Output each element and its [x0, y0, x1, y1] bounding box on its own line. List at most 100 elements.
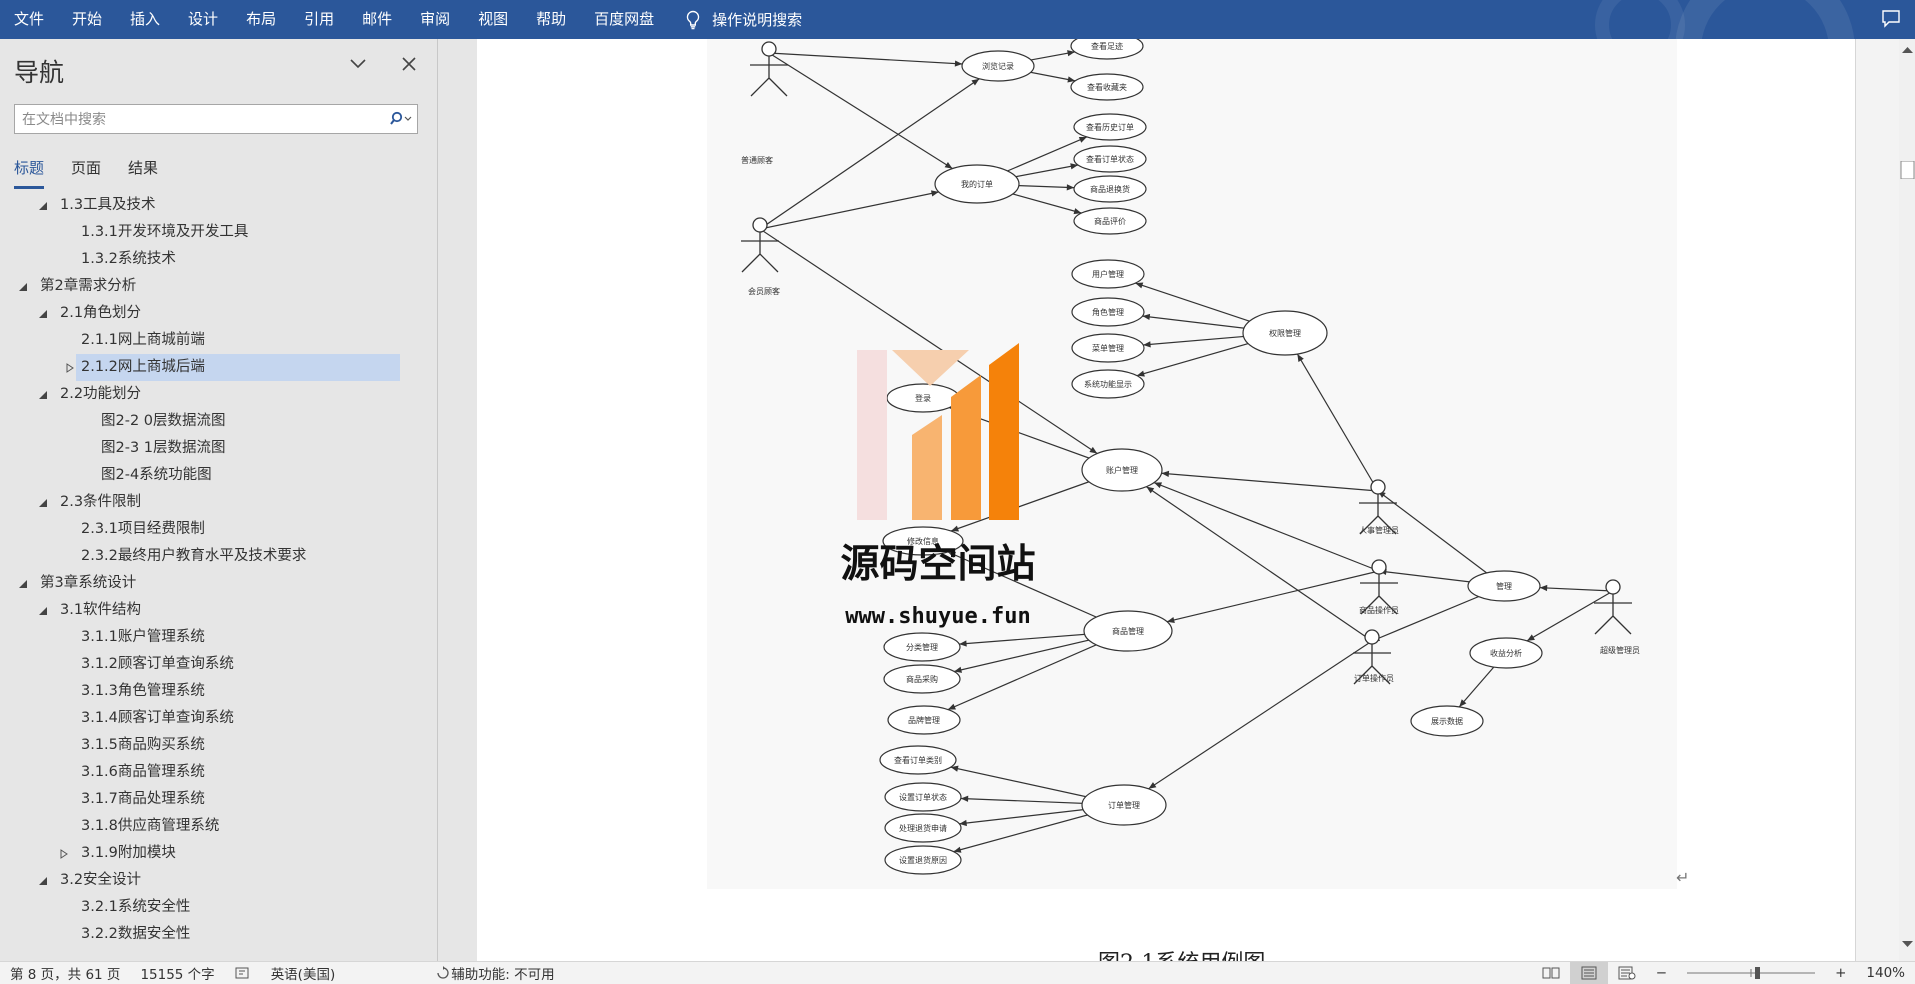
- nav-search-box[interactable]: 在文档中搜索: [14, 104, 418, 134]
- arrowhead: [1067, 76, 1076, 83]
- zoom-slider[interactable]: [1677, 966, 1825, 980]
- menu-file[interactable]: 文件: [14, 10, 45, 28]
- vertical-scrollbar[interactable]: [1855, 39, 1915, 961]
- nav-title: 导航: [14, 58, 65, 87]
- use-case-label: 登录: [915, 393, 931, 403]
- nav-heading-item[interactable]: 3.1.9附加模块: [14, 840, 400, 867]
- nav-heading-item[interactable]: 1.3工具及技术: [14, 192, 400, 219]
- zoom-slider-track[interactable]: [1687, 966, 1816, 980]
- nav-heading-item[interactable]: 2.1角色划分: [14, 300, 400, 327]
- menu-insert[interactable]: 插入: [130, 10, 161, 28]
- nav-heading-item[interactable]: 2.1.2网上商城后端: [66, 354, 400, 381]
- menu-home[interactable]: 开始: [72, 10, 103, 28]
- nav-heading-item[interactable]: 第2章需求分析: [14, 273, 400, 300]
- print-layout-button[interactable]: [1569, 962, 1608, 984]
- collapse-triangle-icon[interactable]: [38, 309, 48, 319]
- collapse-triangle-icon[interactable]: [38, 876, 48, 886]
- nav-heading-item[interactable]: 3.1.2顾客订单查询系统: [14, 651, 400, 678]
- comment-icon[interactable]: [1881, 9, 1901, 29]
- nav-heading-item[interactable]: 3.1.4顾客订单查询系统: [14, 705, 400, 732]
- collapse-triangle-icon[interactable]: [38, 201, 48, 211]
- collapse-triangle-icon[interactable]: [18, 579, 28, 589]
- nav-heading-item[interactable]: 3.2.1系统安全性: [14, 894, 400, 921]
- nav-heading-item[interactable]: 3.1.3角色管理系统: [14, 678, 400, 705]
- nav-heading-item[interactable]: 图2-3 1层数据流图: [14, 435, 400, 462]
- nav-heading-label: 第2章需求分析: [40, 278, 137, 294]
- nav-heading-item[interactable]: 2.2功能划分: [14, 381, 400, 408]
- menu-design[interactable]: 设计: [188, 10, 219, 28]
- zoom-level[interactable]: 140%: [1866, 965, 1905, 981]
- expand-triangle-icon[interactable]: [65, 363, 75, 373]
- nav-scrollbar[interactable]: [425, 39, 437, 961]
- nav-heading-item[interactable]: 第3章系统设计: [14, 570, 400, 597]
- proofing-icon: [235, 967, 249, 979]
- menu-help[interactable]: 帮助: [536, 10, 567, 28]
- use-case-label: 用户管理: [1092, 269, 1124, 279]
- collapse-triangle-icon[interactable]: [38, 498, 48, 508]
- menu-mailings[interactable]: 邮件: [362, 10, 393, 28]
- use-case-ellipse: [1073, 145, 1147, 173]
- use-case-ellipse: [884, 845, 962, 875]
- arrowhead: [1166, 616, 1175, 624]
- nav-heading-item[interactable]: 3.1软件结构: [14, 597, 400, 624]
- expand-triangle-icon[interactable]: [59, 849, 69, 859]
- collapse-triangle-icon[interactable]: [38, 606, 48, 616]
- menu-view[interactable]: 视图: [478, 10, 509, 28]
- scroll-thumb[interactable]: [1899, 161, 1915, 179]
- scroll-track[interactable]: [1899, 39, 1915, 961]
- nav-heading-item[interactable]: 3.2.2数据安全性: [14, 921, 400, 948]
- nav-heading-item[interactable]: 2.3条件限制: [14, 489, 400, 516]
- tab-pages[interactable]: 页面: [71, 159, 102, 177]
- close-icon[interactable]: [400, 55, 418, 73]
- arrowhead: [1066, 184, 1075, 191]
- nav-heading-item[interactable]: 3.2安全设计: [14, 867, 400, 894]
- nav-heading-label: 第3章系统设计: [40, 575, 137, 591]
- arrowhead: [1089, 446, 1098, 454]
- nav-heading-item[interactable]: 3.1.8供应商管理系统: [14, 813, 400, 840]
- nav-heading-label: 3.1.3角色管理系统: [81, 683, 205, 699]
- word-count[interactable]: 15155 个字: [140, 967, 215, 983]
- nav-heading-item[interactable]: 3.1.1账户管理系统: [14, 624, 400, 651]
- menu-review[interactable]: 审阅: [420, 10, 451, 28]
- menu-layout[interactable]: 布局: [246, 10, 277, 28]
- zoom-out-button[interactable]: −: [1655, 965, 1668, 981]
- accessibility-status[interactable]: 辅助功能: 不可用: [425, 963, 564, 983]
- nav-heading-item[interactable]: 2.1.1网上商城前端: [14, 327, 400, 354]
- use-case-label: 浏览记录: [982, 61, 1014, 71]
- scroll-down-icon[interactable]: [1899, 937, 1915, 951]
- collapse-triangle-icon[interactable]: [18, 282, 28, 292]
- collapse-triangle-icon[interactable]: [38, 390, 48, 400]
- arrowhead: [1527, 634, 1535, 641]
- nav-heading-item[interactable]: 2.3.2最终用户教育水平及技术要求: [14, 543, 400, 570]
- nav-heading-label: 1.3工具及技术: [60, 197, 156, 213]
- proofing[interactable]: [225, 966, 261, 980]
- nav-heading-item[interactable]: 1.3.1开发环境及开发工具: [14, 219, 400, 246]
- nav-heading-item[interactable]: 3.1.7商品处理系统: [14, 786, 400, 813]
- nav-heading-item[interactable]: 3.1.5商品购买系统: [14, 732, 400, 759]
- arrowhead: [1135, 282, 1144, 289]
- nav-heading-item[interactable]: 1.3.2系统技术: [14, 246, 400, 273]
- page-count[interactable]: 第 8 页，共 61 页: [10, 967, 121, 983]
- nav-tabs: 标题 页面 结果: [14, 157, 185, 189]
- nav-heading-item[interactable]: 图2-4系统功能图: [14, 462, 400, 489]
- arrowhead: [953, 846, 962, 853]
- use-case-label: 商品采购: [906, 674, 938, 684]
- tell-me-search[interactable]: 操作说明搜索: [684, 9, 802, 30]
- nav-search-input[interactable]: 在文档中搜索: [22, 112, 106, 128]
- nav-heading-item[interactable]: 2.3.1项目经费限制: [14, 516, 400, 543]
- read-mode-button[interactable]: [1532, 966, 1570, 980]
- menu-baidu-netdisk[interactable]: 百度网盘: [594, 10, 655, 28]
- tab-headings[interactable]: 标题: [14, 157, 45, 189]
- zoom-in-button[interactable]: +: [1835, 965, 1847, 981]
- nav-heading-item[interactable]: 图2-2 0层数据流图: [14, 408, 400, 435]
- actor-stick-figure: [750, 41, 788, 97]
- menu-references[interactable]: 引用: [304, 10, 335, 28]
- scroll-up-icon[interactable]: [1899, 43, 1915, 57]
- chevron-down-icon[interactable]: [348, 57, 368, 71]
- web-layout-button[interactable]: [1608, 966, 1646, 980]
- tab-results[interactable]: 结果: [128, 159, 159, 177]
- language-indicator[interactable]: 英语(美国): [270, 967, 336, 983]
- actor-stick-figure: [1353, 629, 1391, 685]
- nav-heading-item[interactable]: 3.1.6商品管理系统: [14, 759, 400, 786]
- search-icon[interactable]: [385, 111, 417, 127]
